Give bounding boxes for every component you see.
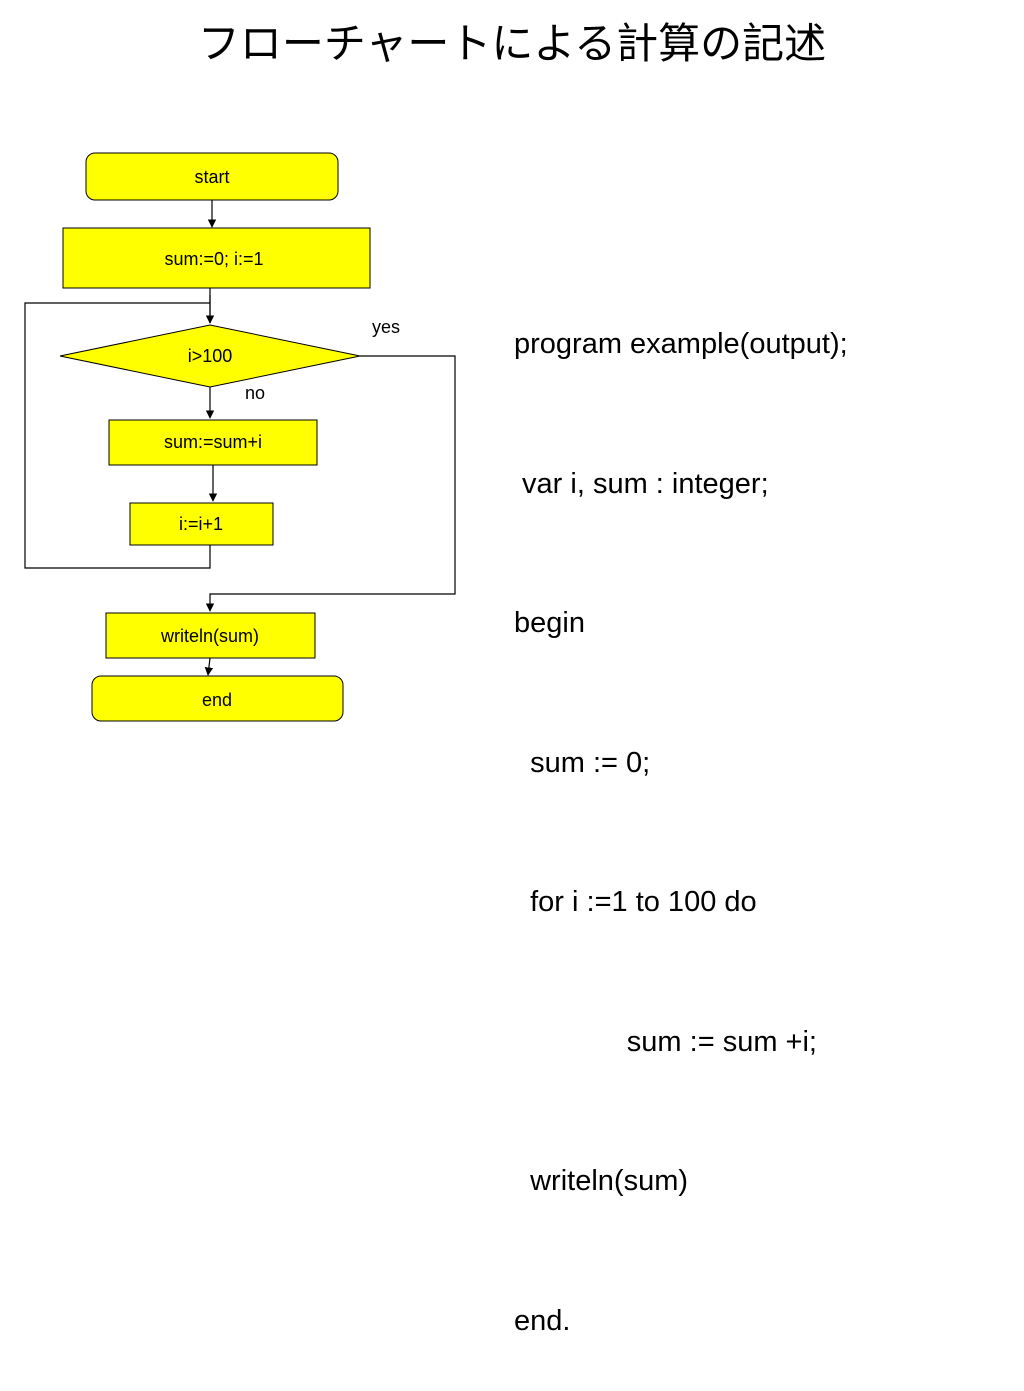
code-line: begin [514,607,585,639]
yes-branch-line [205,355,456,612]
no-label: no [245,383,265,403]
flowchart: start sum:=0; i:=1 i>100 sum:=sum+i i:=i… [24,152,456,722]
code-line: var i, sum : integer; [514,467,769,500]
code-line: program example(output); [514,328,848,360]
loop-back-line [24,302,211,569]
output-node-label: writeln(sum) [160,626,259,646]
init-node [62,227,371,289]
code-line: end. [514,1304,571,1337]
end-node-label: end [202,690,232,710]
start-node-label: start [194,167,229,187]
decision-node-label: i>100 [188,346,233,366]
code-line: sum := sum +i; [514,1025,817,1058]
increment-node-label: i:=i+1 [179,514,223,534]
accumulate-node [108,419,318,466]
accumulate-node-label: sum:=sum+i [164,432,262,452]
pascal-program: program example(output); var i, sum : in… [514,228,848,1391]
init-node-label: sum:=0; i:=1 [164,249,263,269]
arrow-output-to-end [204,657,214,676]
increment-node [129,502,274,546]
output-node [105,612,316,659]
end-node [91,675,344,722]
code-line: sum := 0; [514,746,651,779]
slide-title: フローチャートによる計算の記述 [197,19,827,68]
code-line: for i :=1 to 100 do [514,886,757,918]
yes-label: yes [372,317,400,337]
code-line: writeln(sum) [514,1165,689,1197]
